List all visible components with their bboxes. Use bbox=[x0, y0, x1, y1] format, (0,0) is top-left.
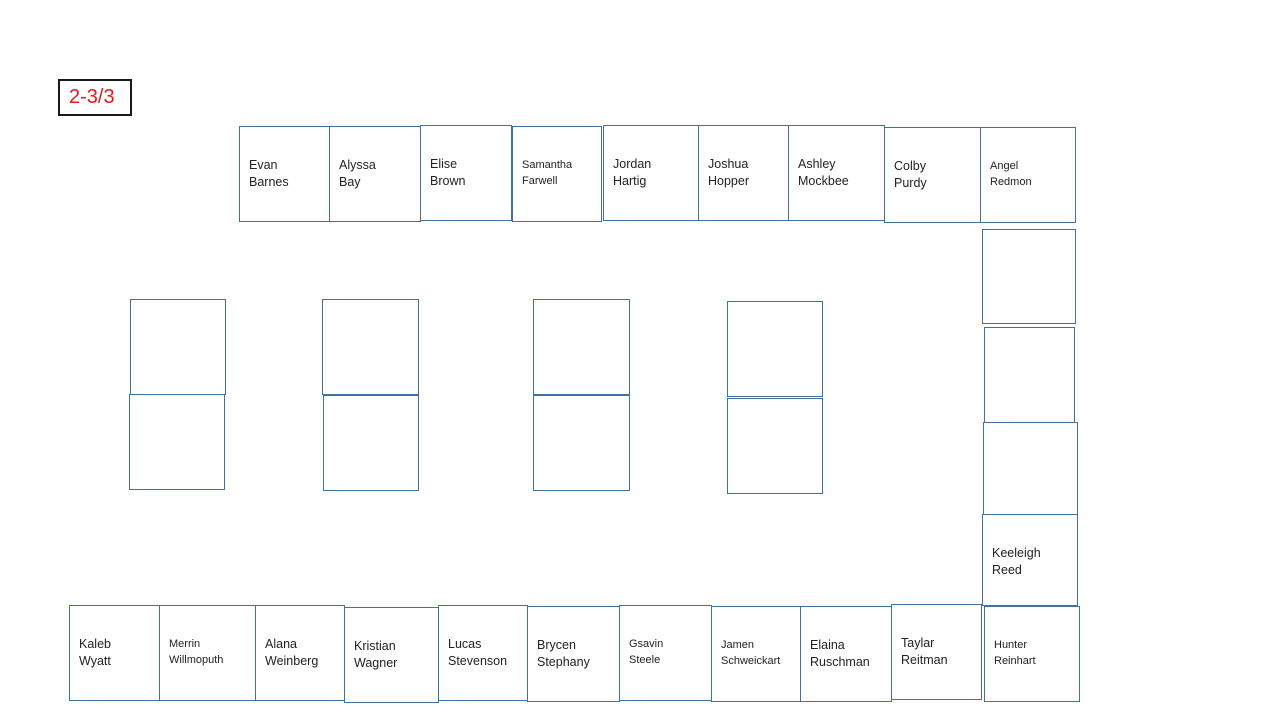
seat-center-2-bottom bbox=[323, 395, 419, 491]
seat-center-1-top bbox=[130, 299, 226, 395]
seat-alana-weinberg: Alana Weinberg bbox=[255, 605, 345, 701]
seat-center-3-bottom bbox=[533, 395, 630, 491]
seat-name: Taylar Reitman bbox=[901, 636, 948, 667]
seat-name: Elaina Ruschman bbox=[810, 638, 870, 669]
seat-name: Colby Purdy bbox=[894, 159, 927, 190]
seat-center-4-top bbox=[727, 301, 823, 397]
seat-name: Evan Barnes bbox=[249, 158, 289, 189]
seat-jordan-hartig: Jordan Hartig bbox=[603, 125, 699, 221]
seat-name: Alana Weinberg bbox=[265, 637, 319, 668]
seat-taylar-reitman: Taylar Reitman bbox=[891, 604, 982, 700]
seat-elise-brown: Elise Brown bbox=[420, 125, 512, 221]
seat-elaina-ruschman: Elaina Ruschman bbox=[800, 606, 892, 702]
seat-kaleb-wyatt: Kaleb Wyatt bbox=[69, 605, 160, 701]
seat-ashley-mockbee: Ashley Mockbee bbox=[788, 125, 885, 221]
seat-lucas-stevenson: Lucas Stevenson bbox=[438, 605, 528, 701]
seat-jamen-schweickart: Jamen Schweickart bbox=[711, 606, 801, 702]
seat-name: Joshua Hopper bbox=[708, 157, 749, 188]
seat-name: Ashley Mockbee bbox=[798, 157, 849, 188]
seat-name: Gsavin Steele bbox=[629, 638, 664, 666]
seat-name: Lucas Stevenson bbox=[448, 637, 508, 668]
seat-name: Angel Redmon bbox=[990, 160, 1032, 188]
seat-samantha-farwell: Samantha Farwell bbox=[512, 126, 602, 222]
seat-brycen-stephany: Brycen Stephany bbox=[527, 606, 620, 702]
seat-center-4-bottom bbox=[727, 398, 823, 494]
seat-name: Jordan Hartig bbox=[613, 157, 652, 188]
seat-name: Brycen Stephany bbox=[537, 638, 590, 669]
seat-joshua-hopper: Joshua Hopper bbox=[698, 125, 789, 221]
seat-merrin-willmoputh: Merrin Willmoputh bbox=[159, 605, 256, 701]
seat-name: Kaleb Wyatt bbox=[79, 637, 111, 668]
seat-center-1-bottom bbox=[129, 394, 225, 490]
seat-colby-purdy: Colby Purdy bbox=[884, 127, 981, 223]
seat-center-2-top bbox=[322, 299, 419, 395]
seat-name: Jamen Schweickart bbox=[721, 639, 781, 667]
seat-keeleigh-reed: Keeleigh Reed bbox=[982, 514, 1078, 606]
seat-name: Kristian Wagner bbox=[354, 639, 398, 670]
seat-right-empty-2 bbox=[984, 327, 1075, 423]
seat-gsavin-steele: Gsavin Steele bbox=[619, 605, 712, 701]
seat-center-3-top bbox=[533, 299, 630, 395]
seat-right-empty-3 bbox=[983, 422, 1078, 515]
seat-evan-barnes: Evan Barnes bbox=[239, 126, 331, 222]
seat-name: Samantha Farwell bbox=[522, 159, 573, 187]
seat-alyssa-bay: Alyssa Bay bbox=[329, 126, 421, 222]
seat-name: Keeleigh Reed bbox=[992, 546, 1041, 577]
seat-right-empty-1 bbox=[982, 229, 1076, 324]
seat-name: Hunter Reinhart bbox=[994, 639, 1036, 667]
seat-name: Alyssa Bay bbox=[339, 158, 376, 189]
seat-name: Elise Brown bbox=[430, 157, 466, 188]
seat-name: Merrin Willmoputh bbox=[169, 638, 224, 666]
seat-hunter-reinhart: Hunter Reinhart bbox=[984, 606, 1080, 702]
seat-angel-redmon: Angel Redmon bbox=[980, 127, 1076, 223]
period-label: 2-3/3 bbox=[58, 79, 132, 116]
seat-kristian-wagner: Kristian Wagner bbox=[344, 607, 439, 703]
